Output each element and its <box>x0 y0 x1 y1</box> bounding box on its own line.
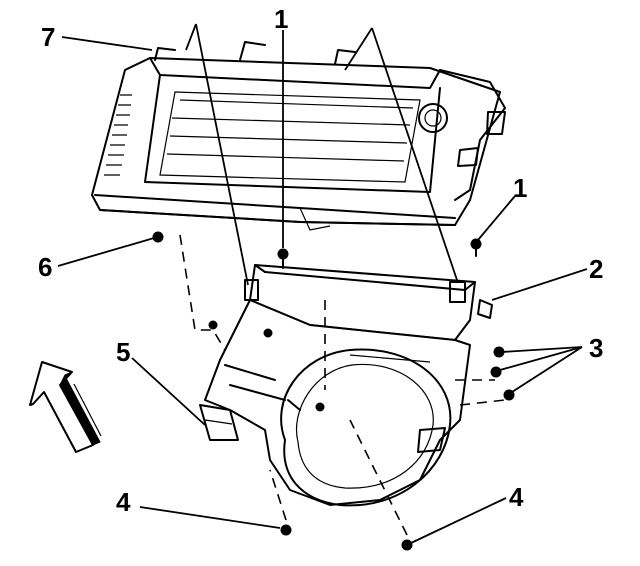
callout-1-top: 1 <box>274 4 288 34</box>
leader-lines <box>57 23 588 544</box>
radiator-assembly <box>91 41 506 231</box>
callout-4-right: 4 <box>509 482 524 512</box>
fan-shroud <box>199 264 493 507</box>
callout-6: 6 <box>38 252 52 282</box>
callout-2: 2 <box>589 254 603 284</box>
callout-7: 7 <box>41 22 55 52</box>
retainer-5-c <box>315 402 325 412</box>
fasteners <box>152 231 515 551</box>
callout-4-left: 4 <box>116 487 131 517</box>
retainer-5-b <box>263 328 273 338</box>
callout-5: 5 <box>116 337 130 367</box>
bolt-4-left <box>280 524 292 536</box>
alignment-lines <box>179 234 506 536</box>
clip-6 <box>152 231 164 243</box>
callout-1-right: 1 <box>513 173 527 203</box>
bolt-3-b <box>490 366 502 378</box>
callout-3: 3 <box>589 333 603 363</box>
callout-labels: 7 1 1 2 3 5 6 4 4 <box>38 4 603 517</box>
bolt-4-right <box>401 539 413 551</box>
forward-direction-arrow-icon <box>29 361 102 453</box>
bolt-3-c <box>503 389 515 401</box>
retainer-5-a <box>208 320 218 330</box>
